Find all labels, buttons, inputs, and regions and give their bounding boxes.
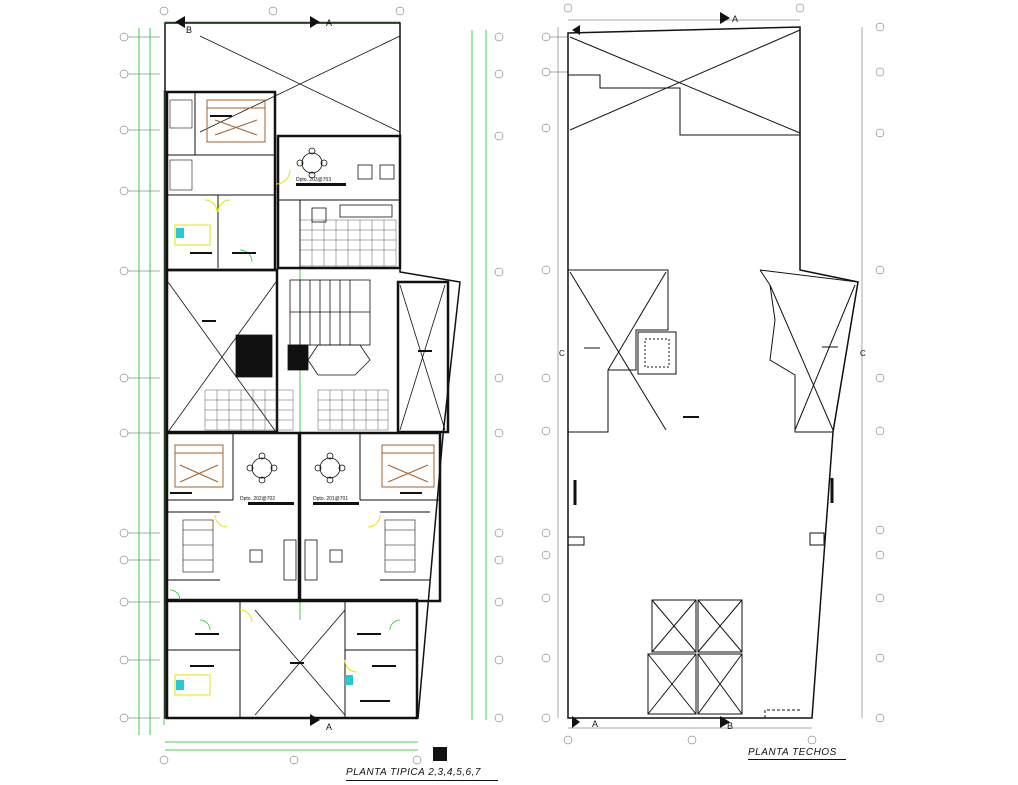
marker-b-right-bottom: B: [727, 721, 733, 731]
marker-b-left-top: B: [186, 25, 192, 35]
left-grid-rows: [119, 6, 504, 765]
roof-left-void: [568, 269, 677, 433]
marker-c-right-right: C: [860, 349, 866, 358]
marker-a-left-top: A: [326, 18, 332, 28]
staircase: [235, 279, 371, 378]
left-voids: [167, 35, 446, 716]
marker-a-right-top: A: [732, 14, 738, 24]
marker-a-left-bottom: A: [326, 722, 332, 732]
marker-a-right-bottom: A: [592, 719, 598, 729]
right-grid-rows: [541, 3, 885, 745]
room-tags: [170, 115, 447, 761]
unit-label-left: Dpto. 202@702: [240, 496, 275, 502]
unit-label-right: Dpto. 201@701: [313, 496, 348, 502]
unit-labels: Dpto. 203@703 Dpto. 202@702 Dpto. 201@70…: [240, 177, 348, 502]
furniture-dining: [246, 147, 395, 581]
right-plan-title-underline: [748, 759, 846, 760]
roof-right-void: [759, 269, 859, 433]
roof-top-void: [567, 29, 801, 136]
left-floor-plan: [119, 6, 504, 765]
roof-skylights: [647, 599, 743, 715]
bathrooms: [169, 99, 416, 573]
right-plan-title: PLANTA TECHOS: [748, 747, 837, 758]
left-plan-title: PLANTA TIPICA 2,3,4,5,6,7: [346, 767, 481, 778]
marker-c-right-left: C: [559, 349, 565, 358]
yellow-accents: [174, 169, 381, 696]
right-roof-plan: [541, 3, 885, 760]
cyan-accents: [176, 228, 353, 690]
left-plan-title-underline: [346, 780, 498, 781]
left-walls: [165, 90, 450, 720]
unit-label-top: Dpto. 203@703: [296, 177, 331, 183]
roof-details: [567, 346, 838, 718]
left-section-markers: [175, 16, 320, 726]
kitchen-tiles: [204, 219, 397, 431]
furniture-beds: [174, 99, 435, 488]
section-marker-letters: B A A A A B C C: [186, 14, 866, 732]
